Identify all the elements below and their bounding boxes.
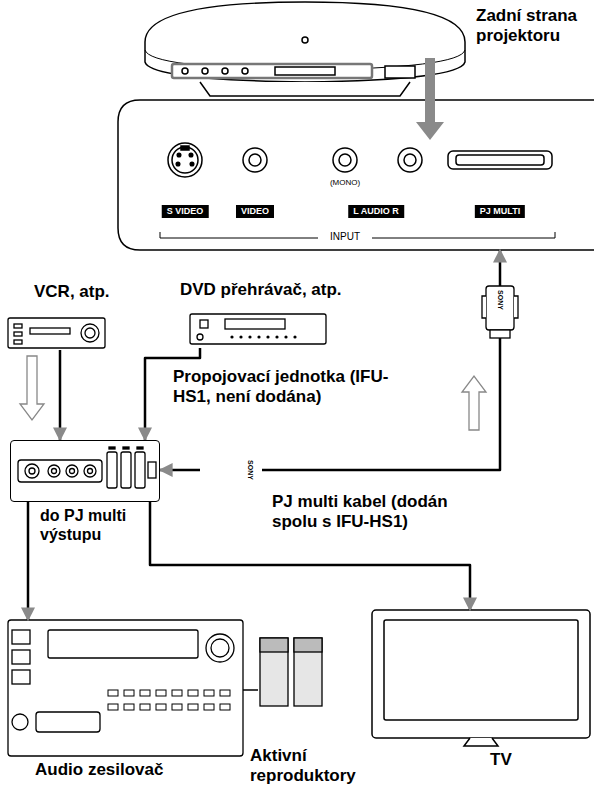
device-label: DVD přehrávač, atp. <box>180 280 342 300</box>
cable-connector <box>243 689 258 691</box>
port-label: L AUDIO R <box>348 205 404 218</box>
brand-mark: SONY <box>246 460 254 480</box>
device-label: PJ multi kabel (dodán spolu s IFU-HS1) <box>272 492 484 532</box>
interface-unit-drawing <box>18 447 156 488</box>
view-arrow <box>416 58 444 140</box>
device-label: Zadní strana projektoru <box>476 6 590 46</box>
speakers-drawing <box>260 638 322 706</box>
tv-set: TV <box>372 610 590 738</box>
audio-amplifier: Audio zesilovač <box>8 620 243 756</box>
rear-panel-inset <box>118 100 594 250</box>
vcr-drawing <box>8 318 105 348</box>
port-label: PJ MULTI <box>475 205 525 218</box>
amplifier-buttons <box>108 690 230 710</box>
device-label: VCR, atp. <box>34 282 110 302</box>
cable-connector <box>27 502 30 620</box>
cable-connector <box>160 469 200 472</box>
cable-connector <box>59 350 62 440</box>
brand-mark: SONY <box>496 290 504 310</box>
port-note: (MONO) <box>330 178 360 188</box>
output-label: do PJ multi výstupu <box>40 506 140 544</box>
active-speakers: Aktivní reproduktory <box>258 636 328 708</box>
cable-plug <box>482 286 518 338</box>
device-label: Propojovací jednotka (IFU-HS1, není dodá… <box>173 367 405 407</box>
port-label: VIDEO <box>236 205 274 218</box>
dvd-player: DVD přehrávač, atp. <box>178 280 388 348</box>
tv-drawing <box>372 610 590 746</box>
device-label: Audio zesilovač <box>35 760 163 780</box>
flow-arrow <box>20 356 486 430</box>
port-label: S VIDEO <box>162 205 209 218</box>
dvd-drawing <box>190 314 326 344</box>
amplifier-drawing <box>8 620 243 756</box>
projector-drawing <box>145 2 465 96</box>
dvd-buttons <box>230 335 296 338</box>
device-label: TV <box>490 750 512 770</box>
group-label: INPUT <box>327 231 363 243</box>
interface-unit: Propojovací jednotka (IFU-HS1, není dodá… <box>10 440 160 502</box>
device-label: Aktivní reproduktory <box>250 746 390 786</box>
vcr-device: VCR, atp. <box>8 282 153 350</box>
